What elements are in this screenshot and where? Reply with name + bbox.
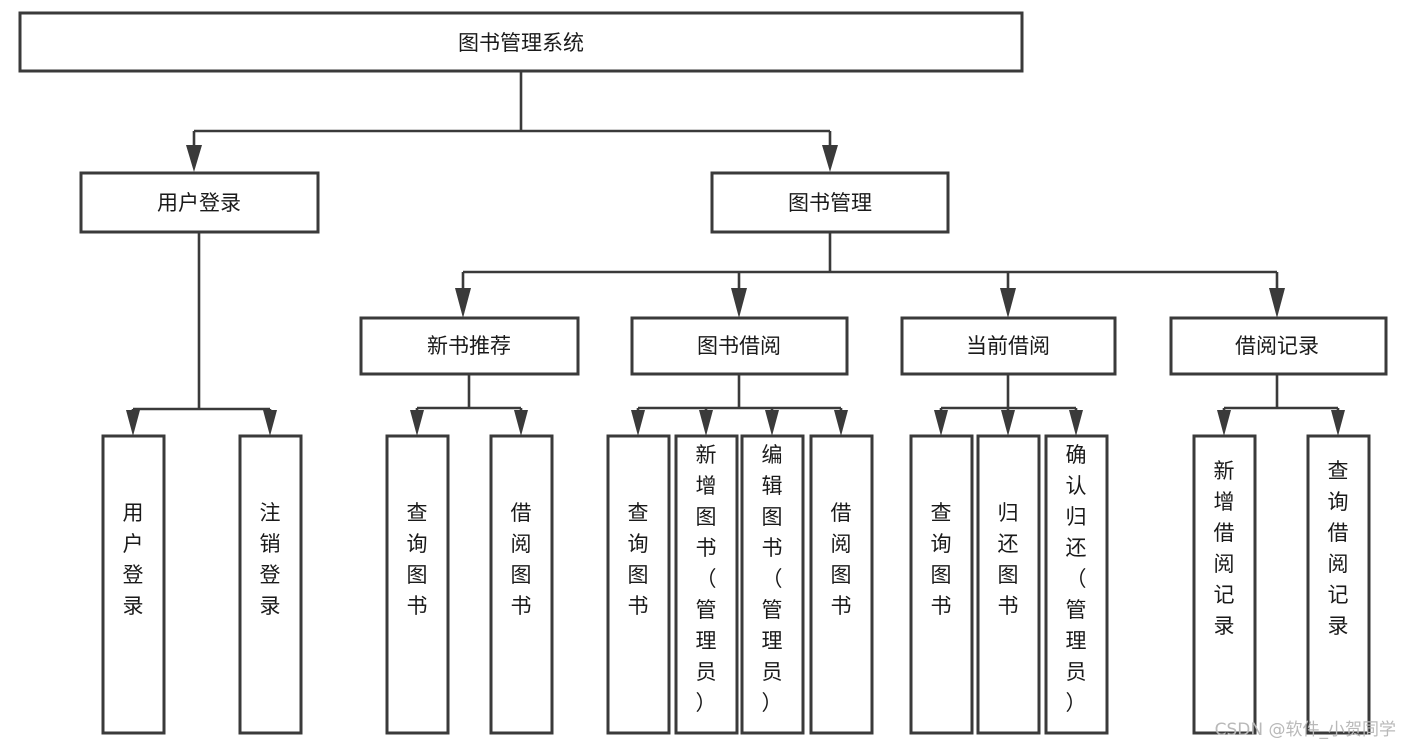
node-user-login-box[interactable]: [79, 171, 320, 234]
node-leaf-query-book-2-box[interactable]: [606, 434, 671, 735]
arrow-head-new-book-recommend: [455, 288, 471, 318]
node-leaf-query-book-2-label: 查询图书: [628, 501, 649, 618]
node-leaf-borrow-book-2-label: 借阅图书: [831, 501, 852, 618]
arrow-head-leaf-query-record: [1331, 410, 1345, 436]
node-leaf-user-logout-label: 注销登录: [260, 501, 281, 618]
node-book-borrow-box[interactable]: [630, 316, 849, 376]
node-leaf-user-login-label: 用户登录: [123, 501, 144, 618]
node-leaf-user-login-box[interactable]: [101, 434, 166, 735]
node-leaf-add-book-box[interactable]: [674, 434, 739, 735]
node-leaf-add-record-box[interactable]: [1192, 434, 1257, 735]
node-new-book-recommend-box[interactable]: [359, 316, 580, 376]
node-new-book-recommend-label: 新书推荐: [427, 334, 511, 358]
node-leaf-query-book-3-box[interactable]: [909, 434, 974, 735]
watermark: CSDN @软件_小贺同学: [1215, 720, 1396, 740]
node-leaf-borrow-book-1-label: 借阅图书: [511, 501, 532, 618]
node-leaf-confirm-return[interactable]: 确认归还（管理员）: [1044, 434, 1109, 735]
node-leaf-query-book-2[interactable]: 查询图书: [606, 434, 671, 735]
connector-layer: [126, 71, 1345, 436]
node-user-login-label: 用户登录: [157, 191, 241, 215]
node-borrow-record-box[interactable]: [1169, 316, 1388, 376]
node-root-box[interactable]: [18, 11, 1024, 73]
node-book-borrow[interactable]: 图书借阅: [630, 316, 849, 376]
node-book-manage[interactable]: 图书管理: [710, 171, 950, 234]
node-leaf-borrow-book-1-box[interactable]: [489, 434, 554, 735]
arrow-head-leaf-borrow-book-1: [514, 410, 528, 436]
arrow-head-book-manage: [822, 145, 838, 172]
arrow-head-leaf-user-logout: [263, 410, 277, 436]
node-leaf-borrow-book-1[interactable]: 借阅图书: [489, 434, 554, 735]
node-leaf-borrow-book-2-box[interactable]: [809, 434, 874, 735]
node-leaf-query-book-3-label: 查询图书: [931, 501, 952, 618]
node-leaf-query-record[interactable]: 查询借阅记录: [1306, 434, 1371, 735]
node-leaf-return-book[interactable]: 归还图书: [976, 434, 1041, 735]
node-current-borrow-label: 当前借阅: [966, 334, 1050, 358]
node-borrow-record[interactable]: 借阅记录: [1169, 316, 1388, 376]
node-leaf-return-book-label: 归还图书: [998, 501, 1019, 618]
node-leaf-add-record-label: 新增借阅记录: [1214, 459, 1235, 638]
node-leaf-edit-book-box[interactable]: [740, 434, 805, 735]
arrow-head-leaf-borrow-book-2: [834, 410, 848, 436]
node-leaf-edit-book[interactable]: 编辑图书（管理员）: [740, 434, 805, 735]
node-leaf-query-record-box[interactable]: [1306, 434, 1371, 735]
node-leaf-confirm-return-label: 确认归还（管理员）: [1066, 443, 1087, 715]
arrow-head-leaf-add-record: [1217, 410, 1231, 436]
arrow-head-leaf-user-login: [126, 410, 140, 436]
node-leaf-user-logout[interactable]: 注销登录: [238, 434, 303, 735]
node-leaf-add-book[interactable]: 新增图书（管理员）: [674, 434, 739, 735]
node-leaf-confirm-return-box[interactable]: [1044, 434, 1109, 735]
node-leaf-edit-book-label: 编辑图书（管理员）: [762, 443, 783, 715]
node-user-login[interactable]: 用户登录: [79, 171, 320, 234]
node-leaf-borrow-book-2[interactable]: 借阅图书: [809, 434, 874, 735]
node-current-borrow-box[interactable]: [900, 316, 1117, 376]
node-leaf-return-book-box[interactable]: [976, 434, 1041, 735]
arrow-head-leaf-return-book: [1001, 410, 1015, 436]
node-leaf-query-book-1-label: 查询图书: [407, 501, 428, 618]
arrow-head-current-borrow: [1000, 288, 1016, 318]
node-borrow-record-label: 借阅记录: [1235, 334, 1319, 358]
node-leaf-query-book-1[interactable]: 查询图书: [385, 434, 450, 735]
node-new-book-recommend[interactable]: 新书推荐: [359, 316, 580, 376]
node-leaf-user-login[interactable]: 用户登录: [101, 434, 166, 735]
node-current-borrow[interactable]: 当前借阅: [900, 316, 1117, 376]
arrow-head-user-login: [186, 145, 202, 172]
arrow-head-leaf-query-book-3: [934, 410, 948, 436]
node-leaf-query-book-3[interactable]: 查询图书: [909, 434, 974, 735]
arrow-head-leaf-edit-book: [765, 410, 779, 436]
node-leaf-add-record[interactable]: 新增借阅记录: [1192, 434, 1257, 735]
arrow-head-leaf-confirm-return: [1069, 410, 1083, 436]
node-book-manage-label: 图书管理: [788, 191, 872, 215]
node-root[interactable]: 图书管理系统: [18, 11, 1024, 73]
node-leaf-query-book-1-box[interactable]: [385, 434, 450, 735]
arrow-head-borrow-record: [1269, 288, 1285, 318]
node-root-label: 图书管理系统: [458, 31, 584, 55]
arrow-head-book-borrow: [731, 288, 747, 318]
node-leaf-add-book-label: 新增图书（管理员）: [696, 443, 717, 715]
arrow-head-leaf-add-book: [699, 410, 713, 436]
arrow-head-leaf-query-book-1: [410, 410, 424, 436]
node-book-manage-box[interactable]: [710, 171, 950, 234]
node-leaf-query-record-label: 查询借阅记录: [1328, 459, 1349, 638]
node-leaf-user-logout-box[interactable]: [238, 434, 303, 735]
arrow-head-leaf-query-book-2: [631, 410, 645, 436]
node-book-borrow-label: 图书借阅: [697, 334, 781, 358]
